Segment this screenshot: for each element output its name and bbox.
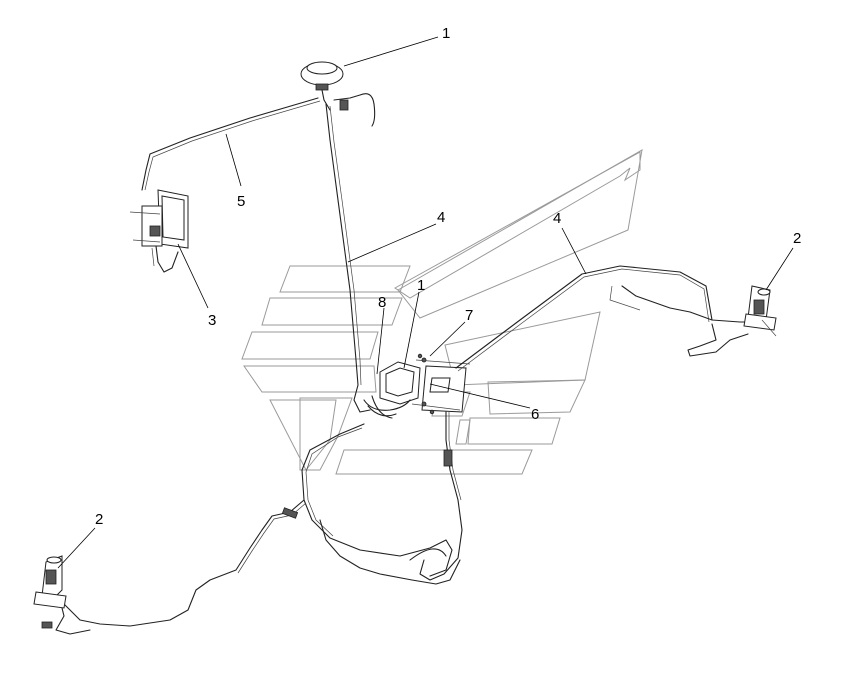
control-unit-assembly <box>363 353 471 419</box>
leader-c4a <box>347 223 437 263</box>
watermark-sail-small <box>487 379 586 415</box>
leader-c1a <box>343 36 439 67</box>
callout-cable-left: 4 <box>437 209 445 226</box>
watermark-stripe-5 <box>269 399 337 471</box>
display-terminal <box>129 189 189 273</box>
leader-c2a <box>765 247 794 291</box>
leader-c3 <box>177 243 209 309</box>
watermark-stripe-4 <box>243 365 377 393</box>
callout-sensor-right: 2 <box>793 230 801 247</box>
antenna-dome <box>300 61 376 127</box>
center-lower-cable <box>409 411 463 581</box>
callout-antenna: 1 <box>442 25 450 42</box>
leader-lines <box>57 36 794 569</box>
watermark-sail-large <box>394 151 641 299</box>
callout-antenna-cable: 5 <box>237 193 245 210</box>
right-steering-sensor <box>743 285 777 337</box>
leader-c5 <box>225 133 242 187</box>
watermark-logo <box>241 149 643 475</box>
watermark-stripe-1 <box>279 265 411 293</box>
callout-display: 3 <box>208 312 216 329</box>
leader-c4b <box>561 227 587 275</box>
callout-cable-right: 4 <box>553 210 561 227</box>
watermark-stripe-3 <box>241 331 379 360</box>
leader-c2b <box>57 527 96 569</box>
leader-c6 <box>429 383 531 409</box>
callout-control-unit: 1 <box>417 277 425 294</box>
leader-c7 <box>429 321 466 357</box>
right-sensor-cable <box>455 265 753 372</box>
left-sensor-cable <box>55 423 461 635</box>
callout-sensor-left: 2 <box>95 511 103 528</box>
callouts: 1 1 2 2 3 4 4 5 6 7 8 <box>95 25 801 528</box>
callout-bracket: 6 <box>531 406 539 423</box>
leader-c8 <box>376 307 385 375</box>
watermark-stripe-2 <box>261 297 403 326</box>
callout-fastener: 7 <box>465 307 473 324</box>
watermark-stripe-8 <box>335 449 533 475</box>
callout-connector: 8 <box>378 294 386 311</box>
antenna-to-display-cable <box>141 97 321 191</box>
watermark-stripe-7 <box>467 417 561 445</box>
leader-c1b <box>403 291 420 369</box>
left-steering-sensor <box>33 555 67 629</box>
watermark-stripe-6 <box>299 397 353 471</box>
antenna-main-cable <box>325 103 371 413</box>
